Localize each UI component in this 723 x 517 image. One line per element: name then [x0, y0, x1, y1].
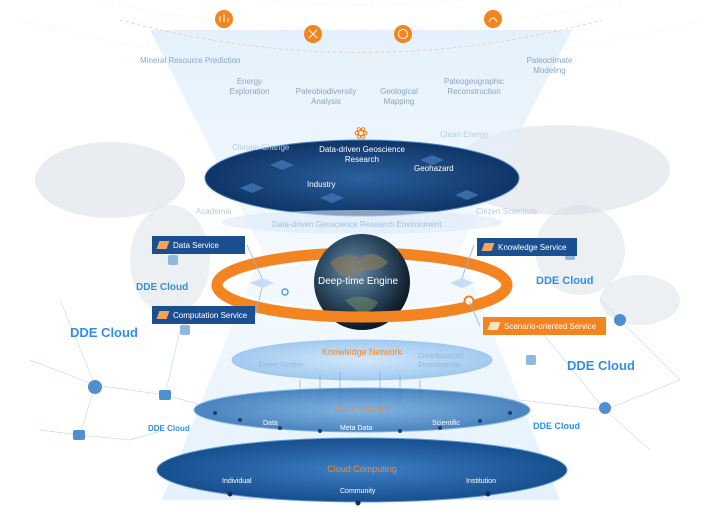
- dde-cloud-label-3: DDE Cloud: [70, 325, 138, 340]
- dde-cloud-label-5: DDE Cloud: [148, 424, 190, 433]
- expert-system-label: Expert System: [258, 362, 304, 369]
- knowledge-network-disk: [232, 340, 492, 380]
- crowdsourced-label: Crowdsourced Encyclopedia: [418, 353, 464, 369]
- community-label: Community: [340, 488, 376, 495]
- app-paleoclimate-modeling: Paleoclimate Modeling: [526, 56, 573, 75]
- dde-cloud-label-6: DDE Cloud: [533, 421, 580, 431]
- scientific-label: Scientific: [432, 420, 461, 427]
- data-network-disk: [194, 388, 530, 432]
- research-clean-energy: Clean Energy: [440, 130, 489, 139]
- research-academia: Academia: [196, 207, 232, 216]
- data-service-label: Data Service: [173, 240, 219, 250]
- knowledge-service-label: Knowledge Service: [498, 242, 567, 252]
- paleontology-icon: [484, 10, 502, 28]
- atom-icon: [354, 127, 368, 139]
- research-climate-change: Climate Change: [232, 143, 290, 152]
- research-citizen-scientists: Citizen Scientists: [476, 207, 537, 216]
- network-node-icons: [73, 250, 626, 440]
- dde-cloud-label-2: DDE Cloud: [536, 275, 594, 287]
- knowledge-network-label: Knowledge Network: [321, 347, 403, 357]
- stack-icon: [487, 322, 501, 330]
- data-label: Data: [263, 420, 278, 427]
- app-paleogeographic-reconstruction: Paleogeographic Reconstruction: [443, 77, 505, 96]
- cloud-computing-label: Cloud Computing: [327, 464, 397, 474]
- deep-time-engine-label: Deep-time Engine: [318, 276, 399, 287]
- top-arcs: [19, 0, 703, 66]
- computation-service-box: Computation Service: [152, 306, 255, 324]
- dde-cloud-label-1: DDE Cloud: [136, 282, 189, 293]
- application-icons: [215, 10, 502, 43]
- app-mineral-resource-prediction: Mineral Resource Prediction: [140, 56, 241, 65]
- stack-icon: [156, 311, 170, 319]
- meta-data-label: Meta Data: [340, 425, 373, 432]
- globe-icon: [394, 25, 412, 43]
- knowledge-service-box: Knowledge Service: [477, 238, 577, 256]
- institution-label: Institution: [466, 478, 496, 485]
- stack-icon: [156, 241, 170, 249]
- individual-label: Individual: [222, 478, 252, 485]
- research-title: Data-driven Geoscience Research: [319, 145, 405, 164]
- computation-service-label: Computation Service: [173, 310, 248, 320]
- stack-icon: [481, 243, 495, 251]
- research-geohazard: Geohazard: [414, 164, 454, 173]
- data-service-box: Data Service: [152, 236, 245, 254]
- research-environment: Data-driven Geoscience Research Environm…: [272, 220, 442, 229]
- app-energy-exploration: Energy Exploration: [229, 77, 270, 96]
- research-hexes: [240, 155, 479, 203]
- dde-cloud-label-4: DDE Cloud: [567, 358, 635, 373]
- scenario-service-label: Scenario-oriented Service: [504, 321, 597, 331]
- scenario-service-box: Scenario-oriented Service: [483, 317, 606, 335]
- cloud-computing-disk: [157, 438, 567, 502]
- app-paleobiodiversity-analysis: Paleobiodiversity Analysis: [295, 87, 357, 106]
- app-geological-mapping: Geological Mapping: [380, 87, 418, 106]
- research-industry: Industry: [307, 180, 336, 189]
- data-network-label: Data Network: [334, 404, 390, 414]
